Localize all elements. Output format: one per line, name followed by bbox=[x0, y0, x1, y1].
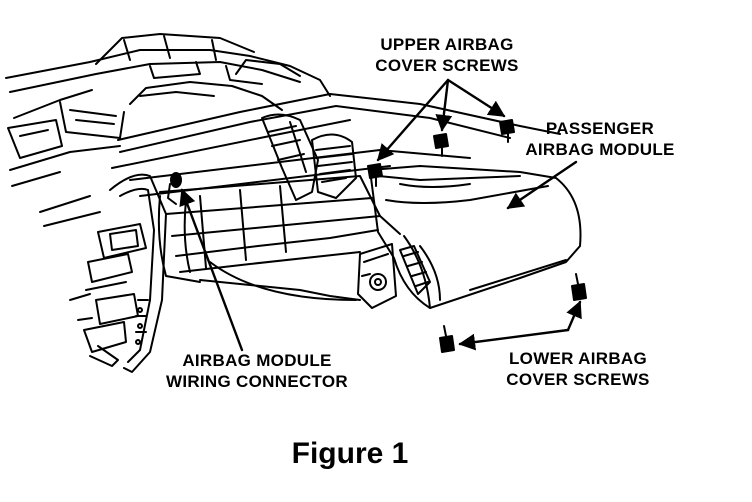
passenger-airbag-module-label: PASSENGER AIRBAG MODULE bbox=[500, 118, 700, 160]
lower-screw-icon bbox=[439, 325, 455, 353]
upper-cover-screws bbox=[367, 119, 515, 187]
instrument-panel-body bbox=[157, 175, 401, 301]
figure-caption: Figure 1 bbox=[291, 437, 409, 470]
lower-cover-screws bbox=[439, 273, 587, 353]
upper-screw-icon bbox=[367, 163, 383, 187]
windshield-base-structure bbox=[5, 33, 331, 227]
label-line: LOWER AIRBAG bbox=[508, 349, 647, 368]
wiring-connector-part bbox=[167, 172, 182, 205]
upper-screws-arrow bbox=[376, 78, 450, 162]
label-line: UPPER AIRBAG bbox=[380, 35, 514, 54]
upper-screw-icon bbox=[433, 133, 449, 157]
upper-screws-arrow bbox=[435, 78, 453, 132]
lower-screw-icon bbox=[571, 273, 587, 301]
label-line: AIRBAG MODULE bbox=[182, 351, 332, 370]
passenger-module-arrow bbox=[506, 160, 578, 210]
wiring-connector-arrow bbox=[179, 188, 244, 352]
upper-screw-icon bbox=[499, 119, 515, 143]
lower-screws-arrow bbox=[566, 300, 582, 332]
steering-column-support bbox=[69, 173, 167, 373]
callout-arrows bbox=[179, 78, 582, 352]
passenger-airbag-module bbox=[357, 165, 582, 309]
airbag-module-wiring-connector-label: AIRBAG MODULE WIRING CONNECTOR bbox=[148, 350, 366, 392]
label-line: WIRING CONNECTOR bbox=[165, 372, 349, 391]
upper-airbag-cover-screws-label: UPPER AIRBAG COVER SCREWS bbox=[356, 34, 538, 76]
lower-screws-arrow bbox=[458, 328, 570, 351]
center-vent-cluster bbox=[261, 113, 357, 201]
label-line: COVER SCREWS bbox=[506, 370, 650, 389]
label-line: PASSENGER bbox=[545, 119, 655, 138]
label-line: COVER SCREWS bbox=[375, 56, 519, 75]
label-line: AIRBAG MODULE bbox=[525, 140, 675, 159]
upper-screws-arrow bbox=[446, 78, 506, 118]
lower-airbag-cover-screws-label: LOWER AIRBAG COVER SCREWS bbox=[480, 348, 676, 390]
